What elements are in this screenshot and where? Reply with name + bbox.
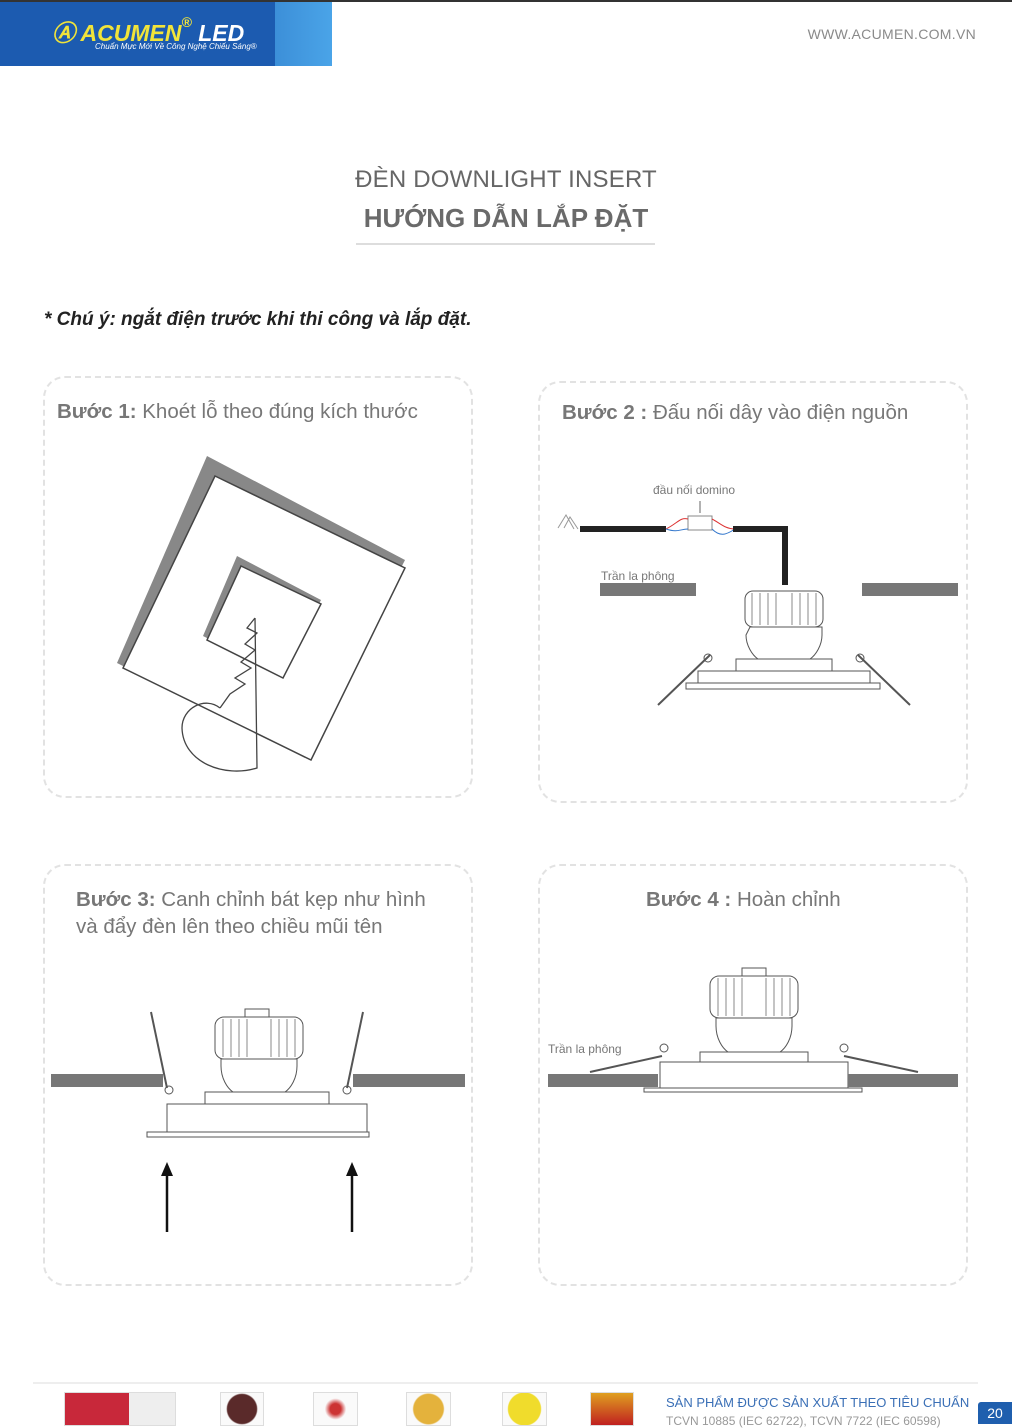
- step-4-caption: Bước 4 : Hoàn chỉnh: [646, 888, 841, 911]
- step-2-caption: Bước 2 : Đấu nối dây vào điện nguồn: [562, 401, 909, 424]
- brand-tagline: Chuẩn Mực Mới Về Công Nghệ Chiếu Sáng®: [95, 42, 257, 51]
- arrow-up-icon: [161, 1162, 173, 1232]
- ceiling-label: Trần la phông: [601, 569, 675, 583]
- step-2-card: Bước 2 : Đấu nối dây vào điện nguồn đầu …: [538, 381, 968, 803]
- yellow-award-badge: [502, 1392, 547, 1426]
- brand-logo: Ⓐ ACUMEN® LED Chuẩn Mực Mới Về Công Nghệ…: [0, 2, 332, 66]
- clip-adjust-illustration: [51, 1008, 465, 1232]
- product-title: ĐÈN DOWNLIGHT INSERT: [355, 166, 657, 193]
- step-1-card: Bước 1: Khoét lỗ theo đúng kích thước: [43, 376, 473, 798]
- standards-caption: SẢN PHẨM ĐƯỢC SẢN XUẤT THEO TIÊU CHUẨN: [666, 1395, 970, 1410]
- page-title: HƯỚNG DẪN LẮP ĐẶT: [363, 203, 649, 233]
- safety-note: * Chú ý: ngắt điện trước khi thi công và…: [44, 309, 472, 330]
- gold-supplier-badge: [220, 1392, 264, 1426]
- page-number: 20: [978, 1402, 1012, 1424]
- domino-connector-label: đầu nối domino: [653, 483, 736, 497]
- footer-divider: [33, 1382, 978, 1384]
- ceiling-label: Trần la phông: [548, 1042, 622, 1056]
- website-url: WWW.ACUMEN.COM.VN: [807, 26, 976, 42]
- step-4-card: Bước 4 : Hoàn chỉnh Trần la phông: [538, 864, 968, 1286]
- bureau-veritas-iso-logo: [64, 1392, 176, 1426]
- star-award-badge: [313, 1392, 358, 1426]
- wiring-illustration: [557, 501, 958, 706]
- gold-award-badge: [406, 1392, 451, 1426]
- step-1-caption: Bước 1: Khoét lỗ theo đúng kích thước: [57, 400, 418, 423]
- top-border: [0, 0, 1012, 2]
- title-divider: [356, 243, 655, 245]
- arrow-up-icon: [346, 1162, 358, 1232]
- cutout-illustration: [117, 456, 407, 772]
- brand-name: Ⓐ ACUMEN® LED: [52, 14, 245, 46]
- standards-list: TCVN 10885 (IEC 62722), TCVN 7722 (IEC 6…: [666, 1414, 941, 1428]
- vietnam-quality-badge: [590, 1392, 634, 1426]
- finished-installation-illustration: [548, 967, 958, 1093]
